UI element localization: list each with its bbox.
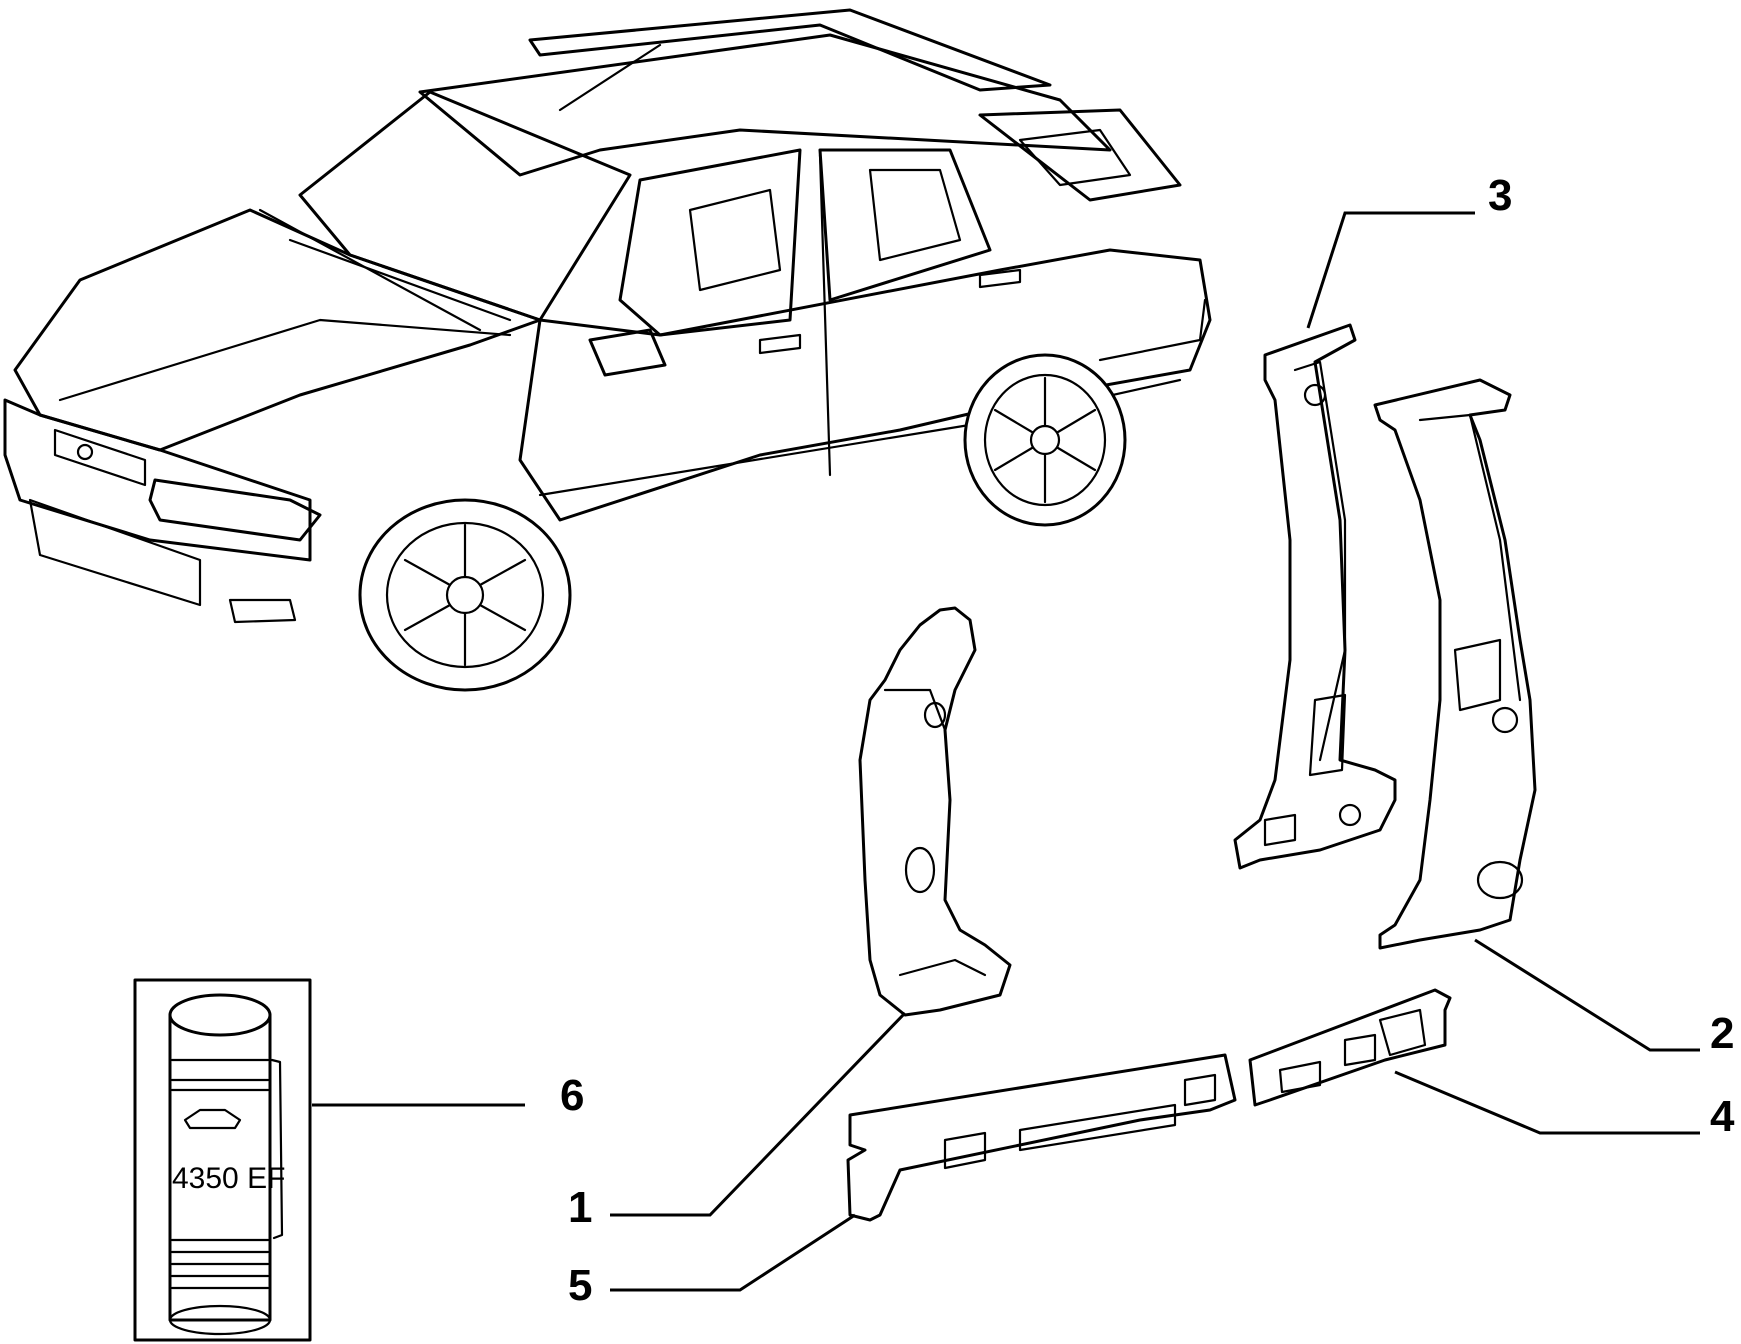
part-2-pillar [1373, 378, 1537, 950]
part-3-pillar [1233, 323, 1397, 870]
callout-6: 6 [560, 1071, 584, 1120]
callout-4: 4 [1710, 1092, 1735, 1141]
part-1-pillar [858, 606, 1012, 1017]
callout-3: 3 [1488, 171, 1512, 220]
part-4-sill-rear [1248, 988, 1452, 1107]
part-6-sealant-can-box: 4350 EF [133, 978, 312, 1342]
car-illustration [3, 8, 1212, 692]
leader-lines [312, 211, 1700, 1292]
can-label: 4350 EF [172, 1162, 285, 1195]
callout-1: 1 [568, 1183, 592, 1232]
callout-5: 5 [568, 1261, 592, 1310]
callout-numbers: 3 2 4 6 1 5 [560, 171, 1735, 1310]
part-5-sill [846, 1053, 1237, 1222]
callout-2: 2 [1710, 1009, 1734, 1058]
